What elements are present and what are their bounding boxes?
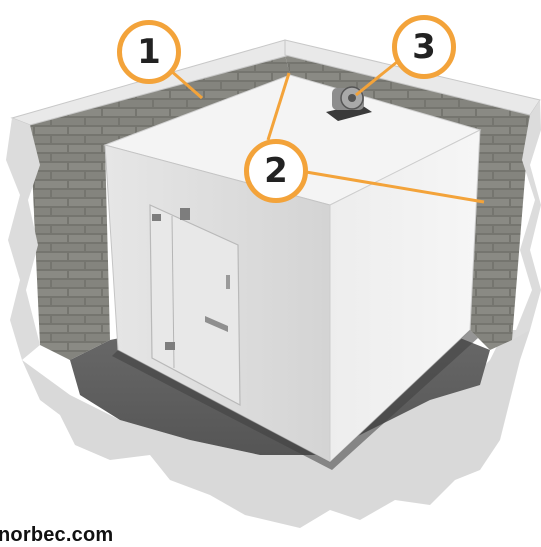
- callout-badge-1: 1: [117, 20, 181, 84]
- callout-number: 1: [137, 32, 161, 72]
- cooler-base-shadow: [112, 330, 478, 470]
- floor-slab-edge: [22, 330, 530, 528]
- website-url: norbec.com: [0, 524, 114, 546]
- callout-badge-3: 3: [392, 15, 456, 79]
- left-wall-cut-edge: [6, 118, 40, 360]
- left-brick-wall: [30, 55, 290, 360]
- leader-line-3: [355, 60, 398, 97]
- right-wall-cut-edge: [512, 100, 541, 340]
- leader-line-1: [169, 68, 203, 100]
- callout-badge-2: 2: [244, 139, 308, 203]
- callout-number: 2: [264, 151, 288, 191]
- leader-line-2a: [266, 72, 291, 141]
- leader-line-2b: [305, 170, 485, 204]
- callout-number: 3: [412, 27, 436, 67]
- cooler-door: [149, 204, 241, 407]
- door-handle: [205, 316, 228, 332]
- callout-leader-lines: [169, 60, 485, 204]
